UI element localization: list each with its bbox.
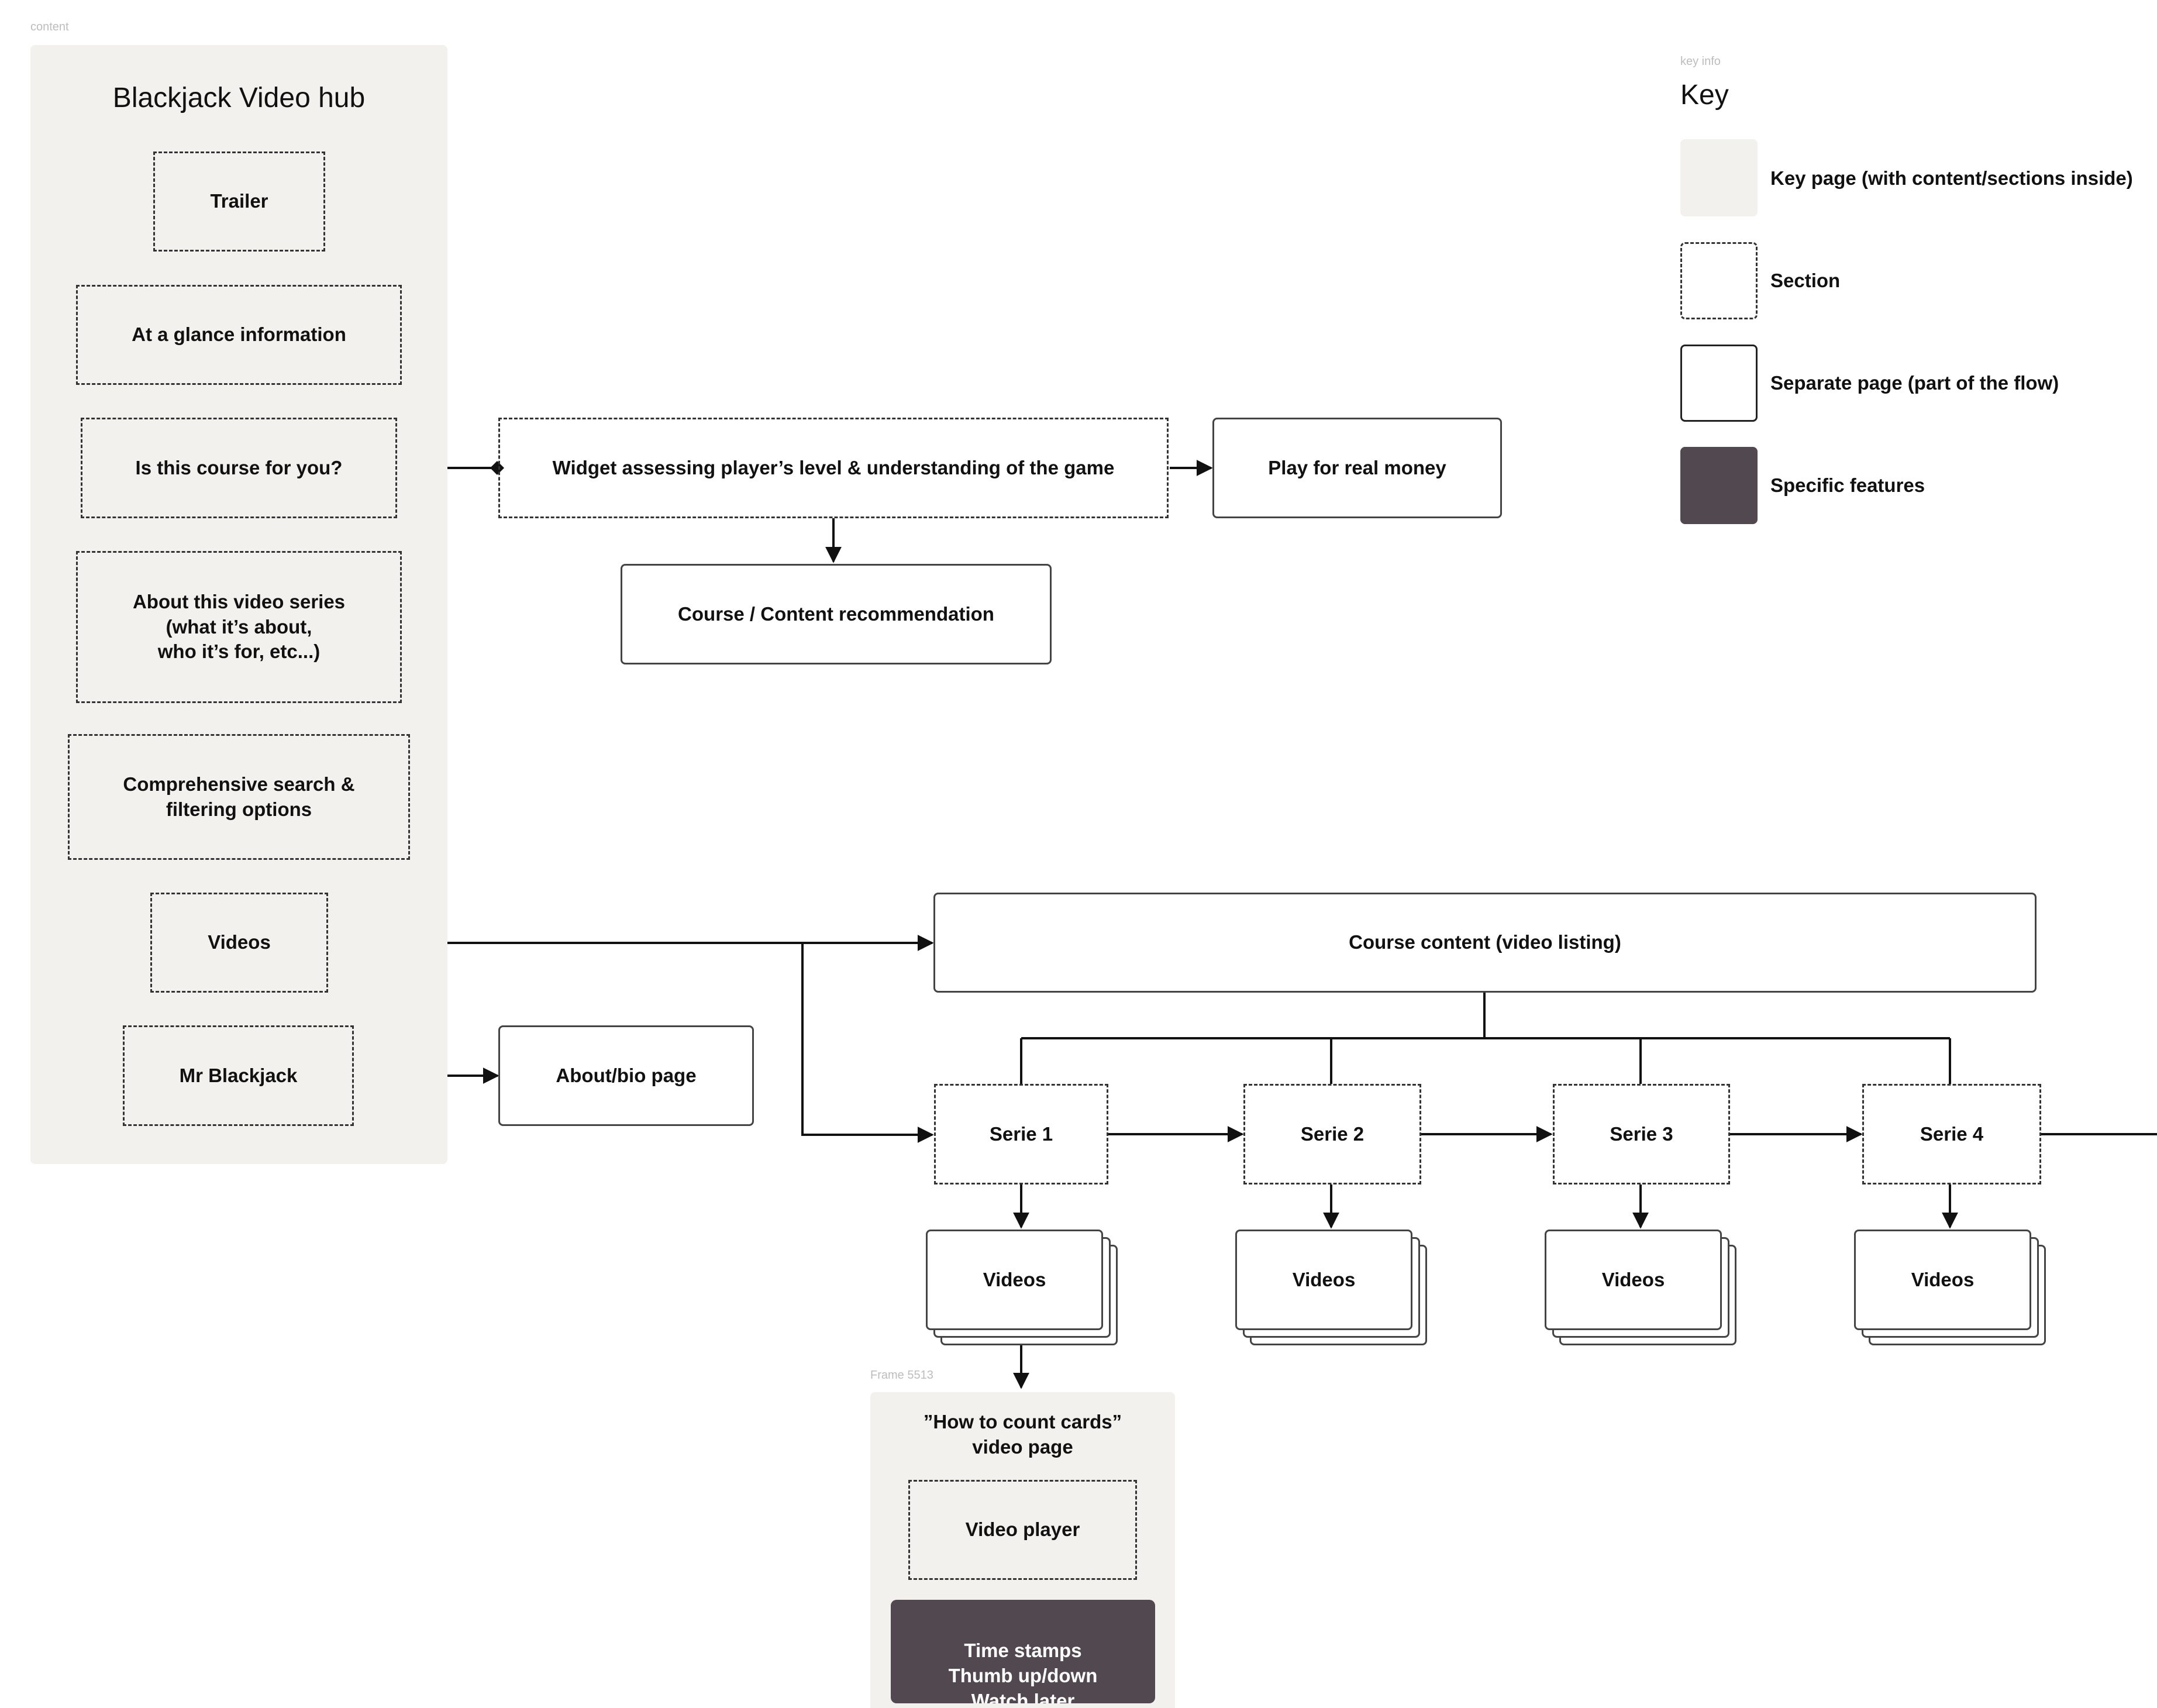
video-page-title: ”How to count cards” video page (923, 1411, 1122, 1458)
frame-label-key: key info (1680, 55, 1721, 68)
frame-label-content: content (30, 20, 69, 33)
key-label-separate-page: Separate page (part of the flow) (1770, 372, 2059, 394)
hub-frame (30, 45, 447, 1164)
frame-label-video-page: Frame 5513 (870, 1369, 933, 1382)
page-videos-serie-2[interactable]: Videos (1235, 1230, 1412, 1330)
key-label-feature: Specific features (1770, 474, 1925, 496)
section-serie-3[interactable]: Serie 3 (1553, 1084, 1730, 1184)
key-swatch-section (1680, 242, 1758, 319)
page-videos-serie-4[interactable]: Videos (1854, 1230, 2031, 1330)
page-play-real-money[interactable]: Play for real money (1212, 418, 1502, 518)
page-videos-serie-1[interactable]: Videos (926, 1230, 1103, 1330)
section-search-filtering[interactable]: Comprehensive search & filtering options (68, 734, 410, 860)
section-mr-blackjack[interactable]: Mr Blackjack (123, 1025, 354, 1126)
section-is-this-course-for-you[interactable]: Is this course for you? (81, 418, 397, 518)
video-features-block: Time stamps Thumb up/down Watch later (891, 1600, 1155, 1703)
key-label-section: Section (1770, 270, 1841, 291)
arrow-videos-to-serie1 (801, 943, 934, 1143)
section-serie-2[interactable]: Serie 2 (1243, 1084, 1421, 1184)
page-course-recommendation[interactable]: Course / Content recommendation (621, 564, 1052, 664)
page-course-content[interactable]: Course content (video listing) (933, 893, 2037, 993)
page-about-bio[interactable]: About/bio page (498, 1025, 754, 1126)
key-swatch-separate-page (1680, 345, 1758, 422)
key-label-key-page: Key page (with content/sections inside) (1770, 167, 2133, 189)
hub-title: Blackjack Video hub (112, 82, 366, 113)
widget-player-level[interactable]: Widget assessing player’s level & unders… (498, 418, 1169, 518)
section-videos[interactable]: Videos (150, 893, 328, 993)
section-serie-4[interactable]: Serie 4 (1862, 1084, 2041, 1184)
key-swatch-key-page (1680, 139, 1758, 216)
key-title: Key (1680, 80, 1729, 111)
key-swatch-feature (1680, 447, 1758, 524)
section-at-a-glance[interactable]: At a glance information (76, 285, 402, 385)
section-about-video-series[interactable]: About this video series (what it’s about… (76, 551, 402, 703)
page-videos-serie-3[interactable]: Videos (1545, 1230, 1722, 1330)
section-video-player[interactable]: Video player (908, 1480, 1137, 1580)
section-serie-1[interactable]: Serie 1 (934, 1084, 1108, 1184)
section-trailer[interactable]: Trailer (153, 151, 325, 252)
